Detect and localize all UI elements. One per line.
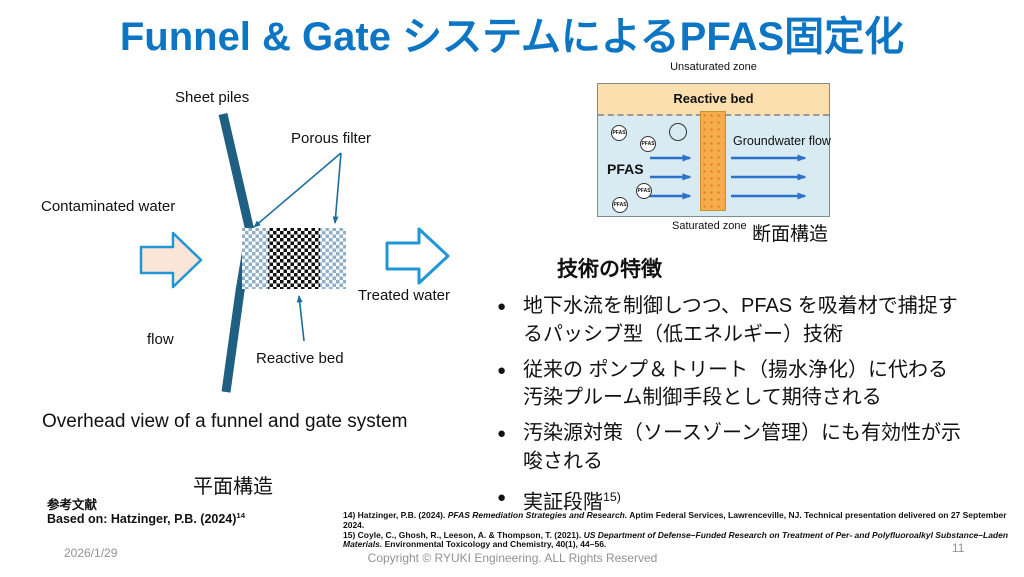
feature-item: ● 従来の ポンプ＆トリート（揚水浄化）に代わる汚染プルーム制御手段として期待さ…	[497, 358, 948, 409]
based-on-line: Based on: Hatzinger, P.B. (2024)14	[47, 511, 246, 527]
contaminated-water-arrow	[139, 231, 203, 289]
section-structure-label: 断面構造	[752, 224, 829, 245]
pfas-zone-label: PFAS	[607, 161, 644, 177]
references-heading: 参考文献	[47, 498, 98, 512]
saturated-zone-label: Saturated zone	[672, 220, 747, 232]
flow-label: flow	[147, 331, 174, 348]
features-section: 技術の特徴 ● 地下水流を制御しつつ、PFAS を吸着材で捕捉するパッシブ型（低…	[497, 253, 1019, 527]
bullet-icon: ●	[497, 425, 507, 443]
reference-15: 15) Coyle, C., Ghosh, R., Leeson, A. & T…	[343, 529, 1009, 550]
based-on-superscript: 14	[236, 511, 246, 520]
porous-filter-right	[320, 228, 346, 289]
reference-14: 14) Hatzinger, P.B. (2024). PFAS Remedia…	[343, 510, 1007, 530]
pfas-particle: PFAS	[636, 183, 652, 199]
treated-water-arrow	[385, 227, 450, 285]
slide-date: 2026/1/29	[64, 546, 118, 560]
sheet-pile-wall	[218, 112, 255, 393]
reactive-bed-label: Reactive bed	[256, 350, 344, 367]
cross-section-diagram: Reactive bed PFAS PFAS PFAS PFAS PFAS Gr…	[597, 83, 831, 217]
copyright-notice: Copyright © RYUKI Engineering. ALL Right…	[367, 551, 658, 565]
sheet-piles-label: Sheet piles	[175, 89, 250, 106]
bullet-icon: ●	[497, 488, 507, 506]
pfas-particle: PFAS	[611, 125, 627, 141]
feature-item: ● 汚染源対策（ソースゾーン管理）にも有効性が示唆される	[497, 422, 961, 473]
features-heading: 技術の特徴	[557, 258, 662, 281]
page-number: 11	[952, 541, 965, 555]
slide-title: Funnel & Gate システムによるPFAS固定化	[119, 15, 905, 59]
bullet-icon: ●	[497, 361, 507, 379]
bullet-icon: ●	[497, 298, 507, 315]
reactive-bed-plan	[268, 228, 320, 289]
feature-item: ● 実証段階15)	[497, 486, 1019, 514]
treated-water-label: Treated water	[358, 287, 450, 304]
porous-filter-pointer-left	[253, 152, 342, 228]
reactive-bed-column	[700, 111, 726, 211]
porous-filter-label: Porous filter	[291, 130, 372, 147]
pfas-particle: PFAS	[640, 136, 656, 152]
groundwater-flow-label: Groundwater flow	[733, 134, 831, 148]
plan-caption: Overhead view of a funnel and gate syste…	[42, 411, 408, 432]
reactive-bed-pointer	[296, 295, 305, 342]
feature-superscript: 15)	[603, 489, 621, 504]
reference-list: 14) Hatzinger, P.B. (2024). PFAS Remedia…	[343, 510, 1019, 550]
reactive-bed-section-label: Reactive bed	[673, 91, 754, 106]
clean-particle-circle	[669, 123, 687, 141]
unsaturated-zone-label: Unsaturated zone	[670, 61, 757, 73]
porous-filter-pointer-right	[332, 152, 342, 224]
feature-item: ● 地下水流を制御しつつ、PFAS を吸着材で捕捉するパッシブ型（低エネルギー）…	[497, 295, 958, 346]
funnel-gate-plan-diagram	[139, 112, 450, 393]
porous-filter-left	[242, 228, 268, 289]
contaminated-water-label: Contaminated water	[41, 198, 176, 215]
pfas-particle: PFAS	[612, 197, 628, 213]
plan-structure-label: 平面構造	[193, 476, 273, 498]
